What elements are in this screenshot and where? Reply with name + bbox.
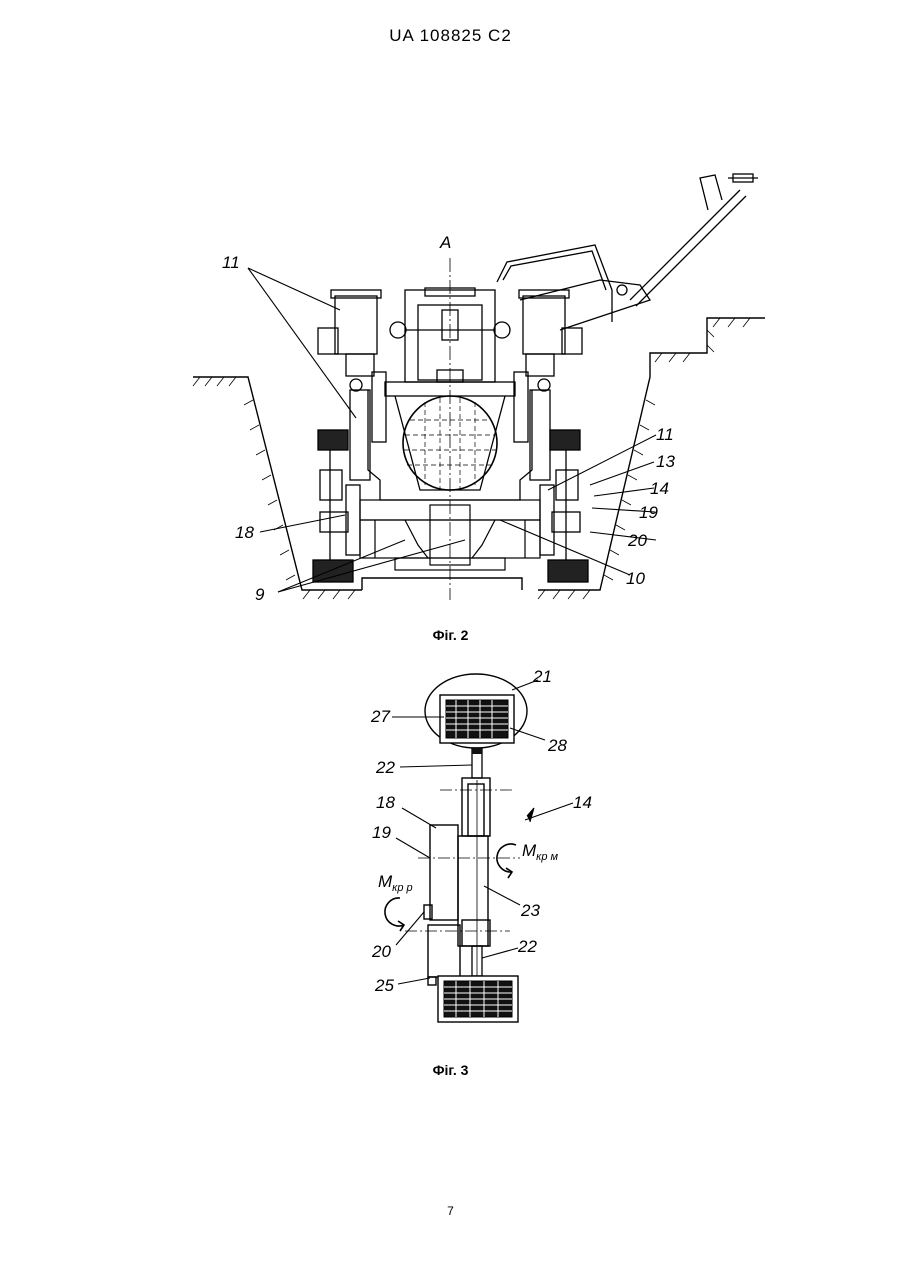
label-19: 19	[639, 503, 658, 522]
leader-lines-fig2	[248, 268, 656, 592]
label-21: 21	[532, 667, 552, 686]
label-23: 23	[520, 901, 540, 920]
label-22-upper: 22	[375, 758, 395, 777]
upper-shaft-cap	[472, 748, 482, 754]
section-label-a: A	[439, 233, 451, 252]
figure-2-caption: Фіг. 2	[0, 627, 901, 643]
label-18: 18	[235, 523, 254, 542]
label-10: 10	[626, 569, 645, 588]
figure-3-caption: Фіг. 3	[0, 1062, 901, 1078]
arrowhead-14	[527, 808, 534, 822]
side-part	[424, 825, 460, 985]
moment-main-symbol: Mкр м	[522, 841, 559, 863]
lower-block-grid	[444, 981, 512, 1017]
right-side-unit	[540, 430, 588, 582]
figure-2-drawing: A 11 11 13 14 19 20 18 10 9	[193, 174, 765, 604]
label-18-fig3: 18	[376, 793, 395, 812]
label-28: 28	[547, 736, 567, 755]
label-9: 9	[255, 585, 265, 604]
moment-side-symbol: Mкр р	[378, 872, 413, 894]
upper-block-grid	[446, 700, 508, 738]
label-20: 20	[627, 531, 647, 550]
operator-handle	[390, 174, 758, 338]
label-11-right: 11	[656, 425, 674, 444]
label-27: 27	[370, 707, 390, 726]
label-20-fig3: 20	[371, 942, 391, 961]
main-column	[458, 778, 490, 1000]
label-19-fig3: 19	[372, 823, 391, 842]
left-side-unit	[313, 430, 360, 582]
label-13: 13	[656, 452, 675, 471]
label-25: 25	[374, 976, 394, 995]
label-14-fig3: 14	[573, 793, 592, 812]
figure-3-drawing: 21 27 28 22 14 18 19 23 20 22 25 Mкр м M…	[370, 667, 592, 1022]
label-11-left: 11	[222, 253, 240, 272]
label-14: 14	[650, 479, 669, 498]
right-motor	[514, 290, 582, 480]
page-number: 7	[0, 1204, 901, 1218]
left-motor	[318, 290, 386, 480]
label-22-lower: 22	[517, 937, 537, 956]
